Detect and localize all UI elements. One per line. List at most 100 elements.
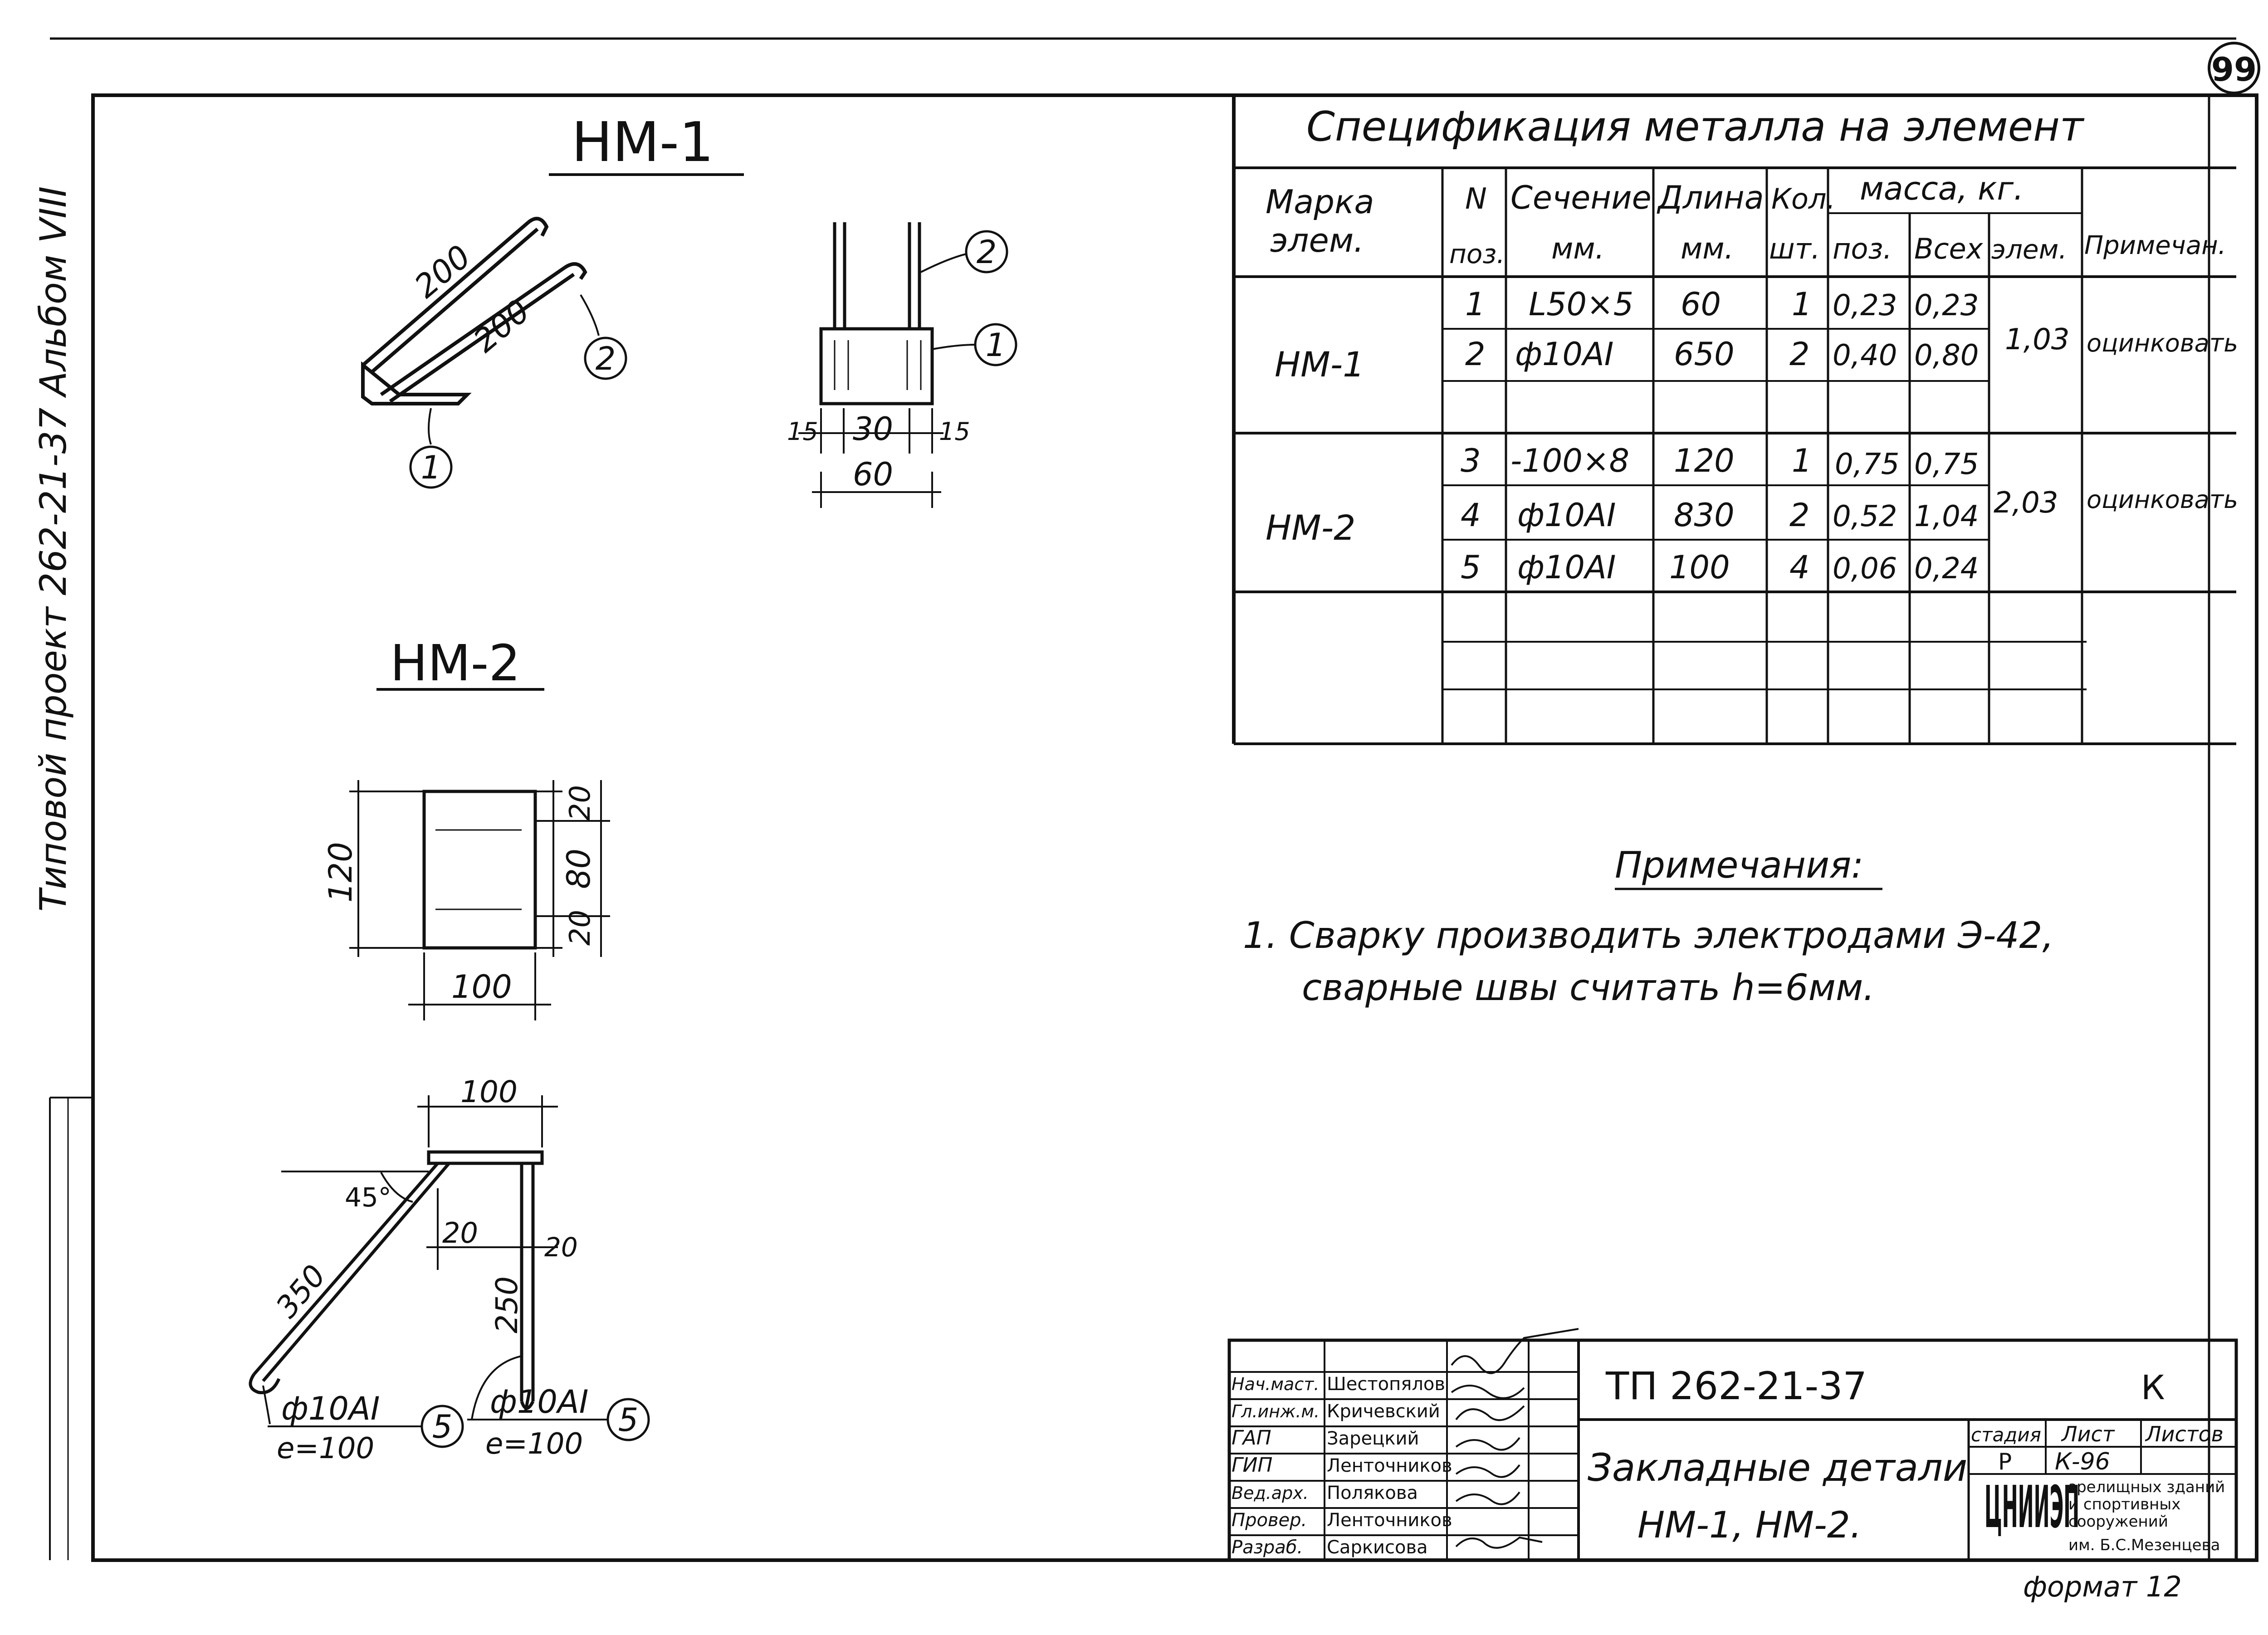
spec-group-1-mark: НМ-1	[1275, 344, 1365, 385]
nm1-callout-2b: 2	[977, 234, 997, 271]
spec-group-1-note: оцинковать	[2087, 329, 2238, 357]
tb-role-6: Провер.	[1232, 1510, 1307, 1531]
tb-project-code: ТП 262-21-37	[1605, 1364, 1867, 1408]
spec-row-2-mpos: 0,40	[1833, 339, 1897, 372]
tb-stage-label: стадия	[1971, 1424, 2041, 1446]
spec-row-1-mall: 0,23	[1914, 289, 1979, 322]
nm2-dim-angle: 45°	[345, 1182, 391, 1213]
nm2-bar-label-1-section: ф10АI	[281, 1390, 380, 1427]
tb-name-2: Кричевский	[1327, 1401, 1440, 1422]
spec-header-section-a: Сечение	[1510, 179, 1652, 216]
nm2-bar-label-2-length: е=100	[485, 1427, 583, 1461]
spec-row-2-pos: 2	[1465, 336, 1486, 373]
spec-row-2-qty: 2	[1789, 336, 1810, 373]
nm2-dim-short-leg: 250	[489, 1276, 524, 1333]
tb-title-line-1: Закладные детали	[1588, 1445, 1967, 1490]
tb-name-5: Полякова	[1327, 1483, 1418, 1503]
spec-header-length-b: мм.	[1681, 232, 1734, 266]
spec-header-mass: масса, кг.	[1860, 170, 2024, 207]
spec-row-5-length: 100	[1669, 549, 1730, 586]
nm1-dim-15-left: 15	[787, 417, 818, 446]
spec-header-mass-el: элем.	[1991, 234, 2067, 265]
format-label: формат 12	[2023, 1570, 2182, 1603]
spec-group-2-note: оцинковать	[2087, 485, 2238, 514]
spec-row-4-pos: 4	[1461, 497, 1481, 534]
nm1-title: НМ-1	[572, 111, 714, 174]
tb-name-6: Ленточников	[1327, 1510, 1452, 1531]
sheet-number-badge: 99	[2208, 42, 2260, 94]
spec-row-1-pos: 1	[1465, 286, 1486, 323]
nm2-dim-right-offset: 20	[544, 1232, 578, 1263]
notes-line-2: сварные швы считать h=6мм.	[1302, 966, 1875, 1009]
tb-name-1: Шестопялов	[1327, 1374, 1445, 1395]
nm2-dim-height: 120	[322, 842, 359, 903]
tb-role-3: ГАП	[1232, 1426, 1271, 1450]
nm2-bar-label-2-pos: 5	[618, 1401, 639, 1439]
nm1-callout-1a: 1	[421, 449, 441, 486]
nm1-dim-30: 30	[853, 410, 893, 448]
spec-row-4-section: ф10АI	[1517, 497, 1616, 534]
nm1-dim-lower-leg: 200	[466, 292, 537, 360]
nm2-dim-left-offset: 20	[442, 1216, 478, 1249]
spec-row-3-mall: 0,75	[1914, 448, 1979, 481]
tb-name-3: Зарецкий	[1327, 1428, 1419, 1449]
tb-stage: Р	[1998, 1449, 2012, 1475]
tb-role-1: Нач.маст.	[1232, 1374, 1319, 1394]
tb-org-line-3: сооружений	[2068, 1513, 2168, 1531]
nm2-dim-long-leg: 350	[269, 1258, 332, 1324]
nm1-callout-1b: 1	[986, 327, 1006, 364]
tb-sheets-label: Листов	[2145, 1422, 2224, 1446]
tb-org-line-1: зрелищных зданий	[2068, 1478, 2225, 1496]
spec-row-2-length: 650	[1674, 336, 1735, 373]
nm2-bar-label-1-pos: 5	[432, 1408, 453, 1445]
tb-org-line-2: и спортивных	[2068, 1495, 2180, 1513]
spec-group-2-mark: НМ-2	[1266, 508, 1356, 548]
nm2-dim-width: 100	[451, 968, 512, 1005]
title-block: Нач.маст. Шестопялов Гл.инж.м. Кричевски…	[1227, 1328, 2238, 1562]
spec-table: Спецификация металла на элемент Марка эл…	[1232, 95, 2238, 745]
spec-row-1-section: L50×5	[1529, 286, 1633, 323]
nm2-dim-bar-top: 100	[460, 1074, 518, 1109]
spec-row-4-mpos: 0,52	[1833, 500, 1897, 533]
spec-group-2-total: 2,03	[1994, 486, 2058, 520]
spec-header-mark-1: Марка	[1266, 183, 1374, 221]
spec-header-mark-2: элем.	[1270, 221, 1364, 259]
spec-header-qty-b: шт.	[1769, 232, 1820, 265]
tb-name-4: Ленточников	[1327, 1455, 1452, 1476]
nm2-dim-bottom: 20	[563, 910, 596, 946]
spec-row-3-qty: 1	[1792, 442, 1812, 479]
spec-header-qty-a: Кол.	[1771, 182, 1835, 215]
tb-letter: К	[2141, 1368, 2165, 1407]
tb-org-line-4: им. Б.С.Мезенцева	[2068, 1536, 2220, 1554]
spec-row-2-mall: 0,80	[1914, 339, 1979, 372]
tb-name-7: Саркисова	[1327, 1537, 1428, 1558]
spec-row-1-qty: 1	[1792, 286, 1812, 323]
spec-header-length-a: Длина	[1657, 179, 1764, 216]
spec-row-3-mpos: 0,75	[1835, 448, 1900, 481]
spec-group-1-total: 1,03	[2005, 323, 2070, 356]
nm1-dim-upper-leg: 200	[407, 238, 478, 305]
tb-title-line-2: НМ-1, НМ-2.	[1637, 1504, 1862, 1546]
sheet-number: 99	[2211, 50, 2257, 88]
nm1-dim-60: 60	[853, 456, 893, 493]
spec-header-mass-all: Всех	[1914, 232, 1984, 265]
spec-row-5-mpos: 0,06	[1833, 552, 1897, 586]
notes-line-1: 1. Сварку производить электродами Э-42,	[1243, 914, 2054, 957]
spec-header-pos-a: N	[1465, 182, 1487, 216]
spec-row-4-length: 830	[1674, 497, 1735, 534]
tb-role-2: Гл.инж.м.	[1232, 1401, 1320, 1421]
nm2-drawing: НМ-2 120 20 80 20 100	[249, 634, 650, 1465]
nm2-bar-label-1-length: е=100	[277, 1432, 374, 1465]
spec-row-2-section: ф10АI	[1515, 336, 1613, 373]
tb-sheet-label: Лист	[2061, 1422, 2115, 1446]
spec-row-5-section: ф10АI	[1517, 549, 1616, 586]
sheet-frame	[49, 37, 2258, 1562]
nm2-title: НМ-2	[390, 634, 520, 692]
nm2-dim-top: 20	[563, 785, 596, 821]
notes-block: Примечания: 1. Сварку производить электр…	[1243, 844, 2054, 1009]
spec-row-1-mpos: 0,23	[1833, 289, 1897, 322]
nm2-dim-middle: 80	[560, 849, 597, 889]
tb-role-7: Разраб.	[1232, 1537, 1303, 1558]
